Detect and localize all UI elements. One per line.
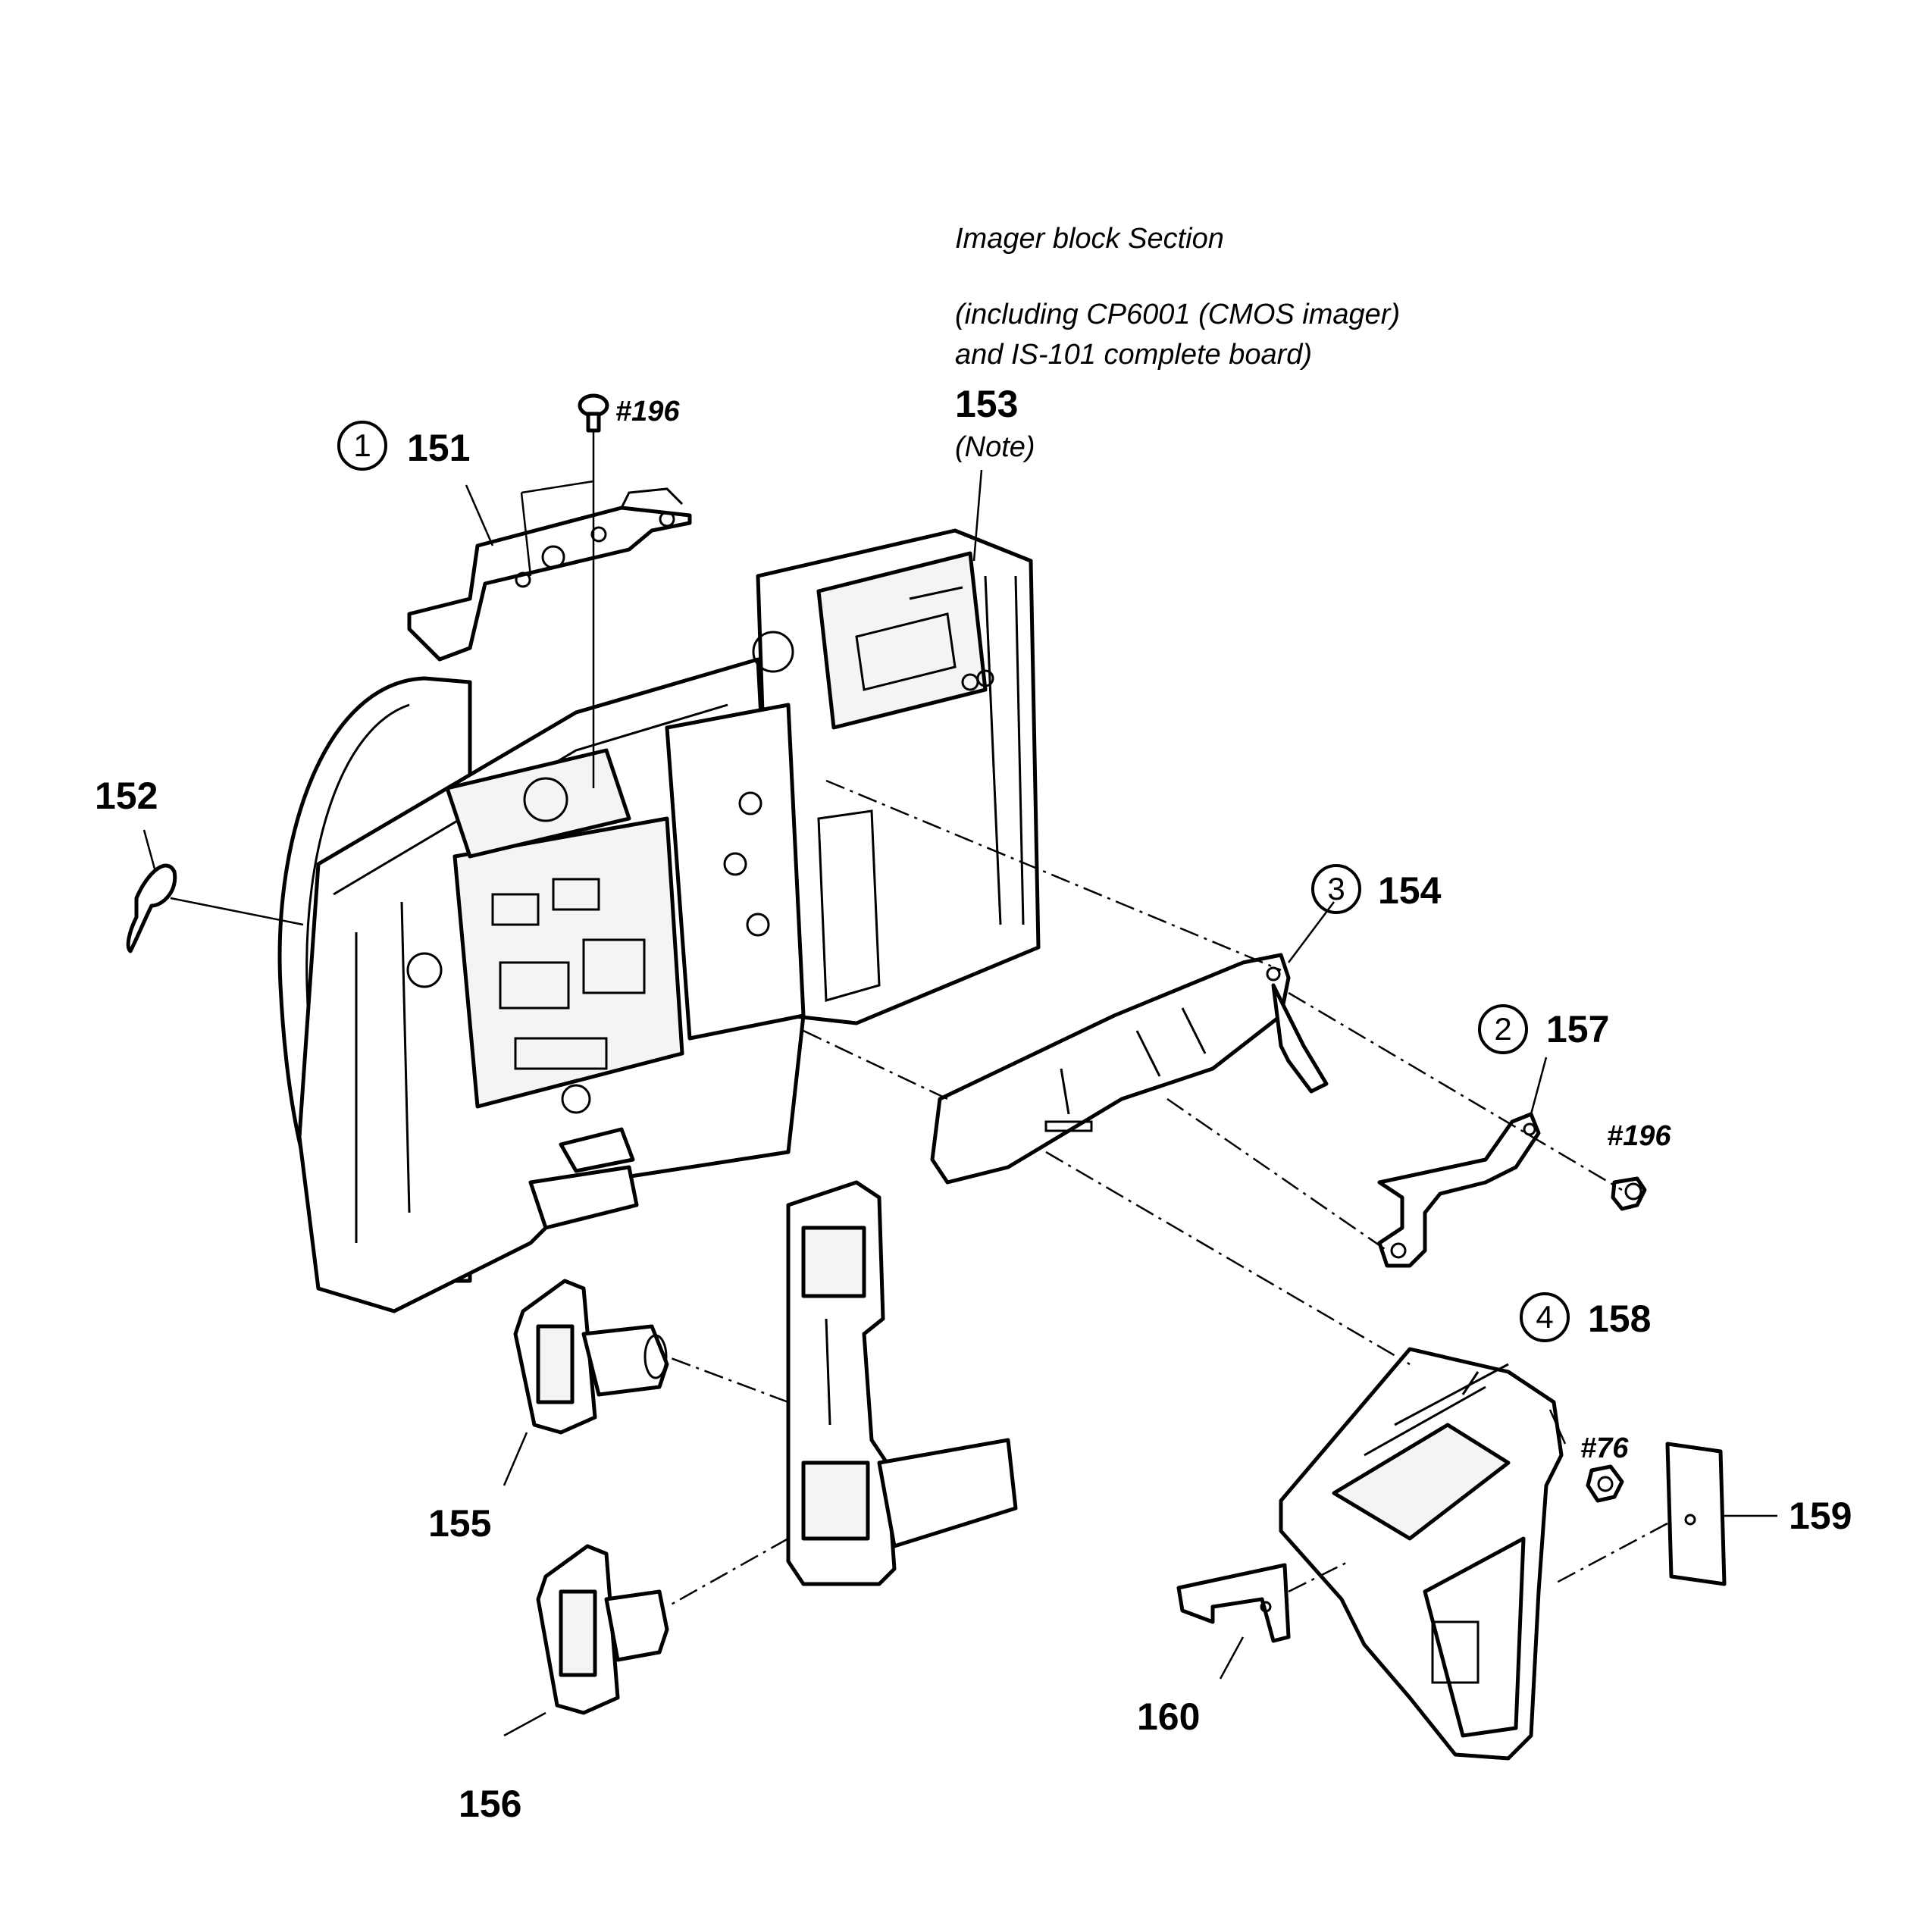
screw-76-icon <box>1586 1464 1624 1503</box>
marker-1: 1 <box>337 421 387 471</box>
part-155-cover <box>513 1279 669 1435</box>
part-156-cover <box>536 1544 669 1715</box>
part-label-154: 154 <box>1378 869 1442 912</box>
section-description-line2: and IS-101 complete board) <box>955 339 1313 371</box>
part-label-158: 158 <box>1588 1298 1652 1340</box>
part-label-151: 151 <box>407 427 471 469</box>
part-label-159: 159 <box>1789 1495 1852 1537</box>
part-note-153: (Note) <box>955 431 1035 463</box>
part-152-tab <box>126 863 177 953</box>
part-160-plate <box>1176 1563 1291 1643</box>
part-label-153: 153 <box>955 383 1019 425</box>
screw-label-196-top: #196 <box>615 396 680 427</box>
leader-lines <box>142 469 1777 1737</box>
marker-2: 2 <box>1478 1004 1528 1054</box>
section-title: Imager block Section <box>955 223 1224 255</box>
section-description-line1: (including CP6001 (CMOS imager) <box>955 299 1401 330</box>
part-151-bracket <box>407 487 692 662</box>
marker-4: 4 <box>1520 1292 1570 1342</box>
part-label-155: 155 <box>428 1502 492 1545</box>
screw-196-right-icon <box>1611 1176 1647 1211</box>
screw-label-196-right: #196 <box>1607 1120 1671 1152</box>
part-158-grip-module <box>1279 1347 1564 1761</box>
part-label-156: 156 <box>459 1783 522 1825</box>
screw-196-top-icon <box>578 393 609 788</box>
imager-block-153 <box>665 528 1041 1041</box>
part-154-frame-rail <box>786 953 1329 1586</box>
part-label-160: 160 <box>1137 1695 1201 1738</box>
part-157-bracket <box>1377 1112 1541 1268</box>
assembly-lines <box>666 779 1668 1608</box>
marker-3: 3 <box>1311 864 1361 914</box>
part-159-sheet <box>1665 1442 1727 1586</box>
screw-label-76: #76 <box>1580 1432 1629 1464</box>
part-label-157: 157 <box>1546 1008 1610 1050</box>
part-label-152: 152 <box>95 775 158 817</box>
